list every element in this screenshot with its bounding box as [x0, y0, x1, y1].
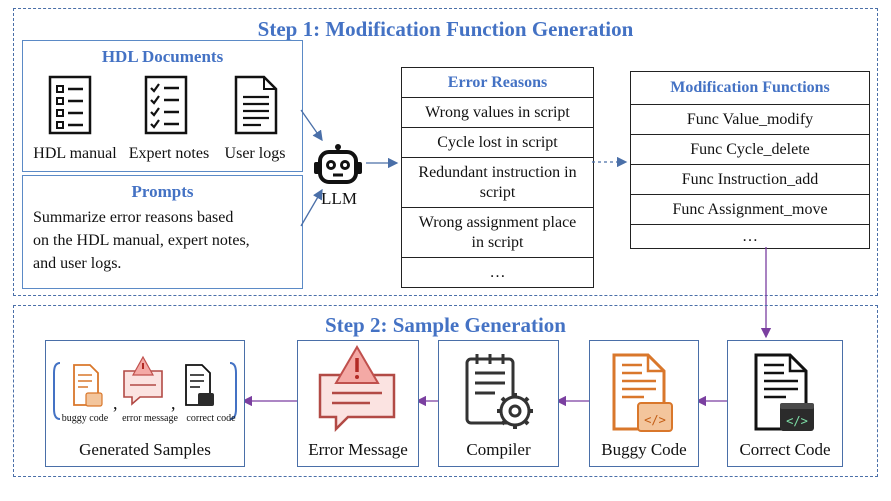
table-row: Cycle lost in script [402, 128, 593, 158]
error-message-icon [318, 345, 396, 433]
prompts-title: Prompts [131, 182, 194, 201]
docs-to-llm-arrow [300, 109, 323, 142]
error-message-card: Error Message [297, 340, 419, 467]
compiler-label: Compiler [466, 440, 531, 459]
svg-text:,: , [113, 393, 118, 413]
step1-title: Step 1: Modification Function Generation [257, 17, 634, 41]
prompt-line: on the HDL manual, expert notes, [33, 232, 250, 249]
small-error-message-icon [123, 355, 163, 406]
buggy-code-icon: </> [612, 353, 673, 432]
modification-functions-table: Modification Functions Func Value_modify… [630, 71, 870, 249]
expert-notes-icon [144, 75, 188, 135]
error-reasons-table: Error Reasons Wrong values in script Cyc… [401, 67, 594, 288]
prompt-text: Summarize error reasons based on the HDL… [33, 206, 250, 275]
generated-samples-graphic: , , [53, 355, 237, 420]
compiler-card: Compiler [438, 340, 559, 467]
buggy-code-label: Buggy Code [601, 440, 687, 459]
error-message-label: Error Message [308, 440, 408, 459]
correct-code-icon: </> [754, 353, 814, 431]
table-row: Redundant instruction in script [402, 158, 593, 208]
table-row: … [742, 227, 758, 245]
generated-samples-card: , , buggy code error message correct cod… [45, 340, 245, 467]
hdl-documents-title: HDL Documents [101, 47, 224, 66]
table-row: Wrong assignment place in script [402, 208, 593, 258]
table-row: Func Cycle_delete [631, 135, 869, 165]
robot-icon [314, 144, 362, 184]
user-logs-icon [234, 75, 278, 135]
table-row: Func Value_modify [631, 105, 869, 135]
table-row: … [489, 263, 506, 281]
sample-label-buggy-code: buggy code [61, 413, 109, 424]
correct-code-card: </> Correct Code [727, 340, 843, 467]
svg-text:</>: </> [786, 414, 808, 428]
table-row: Wrong values in script [402, 98, 593, 128]
modification-functions-header: Modification Functions [631, 72, 869, 105]
hdl-manual-icon [48, 75, 92, 135]
user-logs-label: User logs [224, 145, 286, 162]
prompts-panel: Prompts Summarize error reasons based on… [22, 175, 303, 289]
generated-samples-label: Generated Samples [79, 440, 211, 459]
prompt-line: and user logs. [33, 255, 122, 272]
svg-text:</>: </> [644, 413, 666, 427]
small-buggy-code-icon [73, 364, 103, 407]
hdl-manual-label: HDL manual [33, 145, 117, 162]
llm-label: LLM [321, 189, 357, 208]
expert-notes-label: Expert notes [128, 145, 210, 162]
compiler-icon [465, 354, 533, 429]
table-row: Func Instruction_add [631, 165, 869, 195]
svg-text:,: , [171, 393, 176, 413]
correct-code-label: Correct Code [739, 440, 831, 459]
table-row: Func Assignment_move [631, 195, 869, 225]
small-correct-code-icon [185, 364, 214, 406]
prompt-line: Summarize error reasons based [33, 209, 234, 226]
step2-title: Step 2: Sample Generation [325, 313, 566, 337]
sample-label-correct-code: correct code [186, 413, 236, 424]
hdl-documents-panel: HDL Documents HDL manual Expert notes Us… [22, 40, 303, 172]
prompts-to-llm-arrow [300, 188, 323, 227]
buggy-code-card: </> Buggy Code [589, 340, 699, 467]
step1-frame [13, 8, 878, 296]
sample-label-error-message: error message [122, 413, 178, 424]
step2-frame [13, 305, 878, 477]
error-reasons-header: Error Reasons [402, 68, 593, 98]
